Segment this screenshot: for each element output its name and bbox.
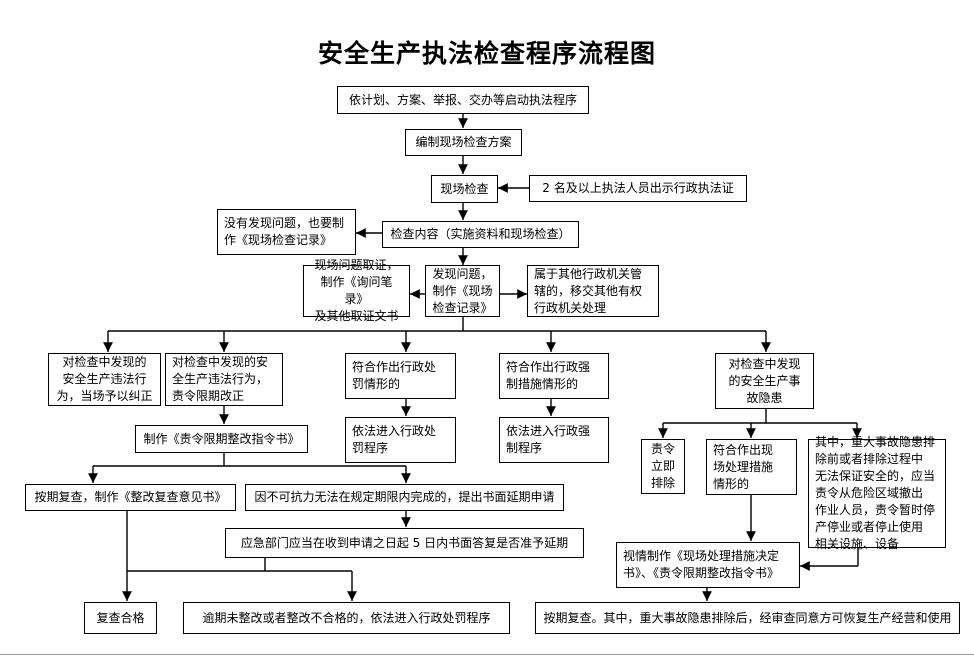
plan-node: 编制现场检查方案 [405, 129, 522, 156]
credential-node: 2 名及以上执法人员出示行政执法证 [529, 175, 747, 202]
content-node: 检查内容（实施资料和现场检查） [382, 221, 579, 248]
onsite-measures-node: 符合作出现 场处理措施 情形的 [706, 439, 797, 495]
violation-now-node: 对检查中发现的 安全生产违法行 为，当场予以纠正 [48, 353, 161, 406]
found-problem-node: 发现问题， 制作《现场 检查记录》 [425, 265, 500, 317]
page-title: 安全生产执法检查程序流程图 [317, 39, 656, 68]
hazard-node: 对检查中发现 的安全生产事 故隐患 [715, 353, 814, 409]
overdue-node: 逾期未整改或者整改不合格的，依法进入行政处罚程序 [183, 602, 510, 634]
decision-docs-node: 视情制作《现场处理措施决定 书》、《责令限期整改指令书》 [616, 542, 800, 588]
bottom-divider [0, 654, 974, 655]
coercive-node: 符合作出行政强 制措施情形的 [499, 353, 609, 399]
force-majeure-node: 因不可抗力无法在规定期限内完成的，提出书面延期申请 [245, 484, 564, 511]
penalty-procedure-node: 依法进入行政处 罚程序 [345, 417, 456, 463]
final-recheck-node: 按期复查。其中，重大事故隐患排除后，经审查同意方可恢复生产经营和使用 [535, 602, 960, 634]
rectify-order-node: 制作《责令限期整改指令书》 [135, 425, 308, 453]
penalty-node: 符合作出行政处 罚情形的 [345, 353, 456, 399]
start-node: 依计划、方案、举报、交办等启动执法程序 [337, 86, 589, 114]
major-hazard-node: 其中，重大事故隐患排 除前或者排除过程中 无法保证安全的，应当 责令从危险区域撤… [808, 435, 946, 551]
immediate-removal-node: 责令 立即 排除 [641, 439, 685, 494]
coercive-procedure-node: 依法进入行政强 制程序 [499, 417, 609, 463]
inspect-node: 现场检查 [431, 175, 498, 203]
extension-reply-node: 应急部门应当在收到申请之日起 5 日内书面答复是否准予延期 [225, 528, 584, 558]
pass-node: 复查合格 [84, 602, 157, 634]
violation-deadline-node: 对检查中发现的安 全生产违法行为， 责令限期改正 [165, 353, 283, 406]
recheck-node: 按期复查，制作《整改复查意见书》 [25, 484, 236, 511]
evidence-node: 现场问题取证， 制作《询问笔录》 及其他取证文书 [303, 258, 410, 323]
other-agency-node: 属于其他行政机关管 辖的，移交其他有权 行政机关处理 [527, 265, 659, 317]
no-problem-node: 没有发现问题，也要制 作《现场检查记录》 [217, 209, 356, 255]
